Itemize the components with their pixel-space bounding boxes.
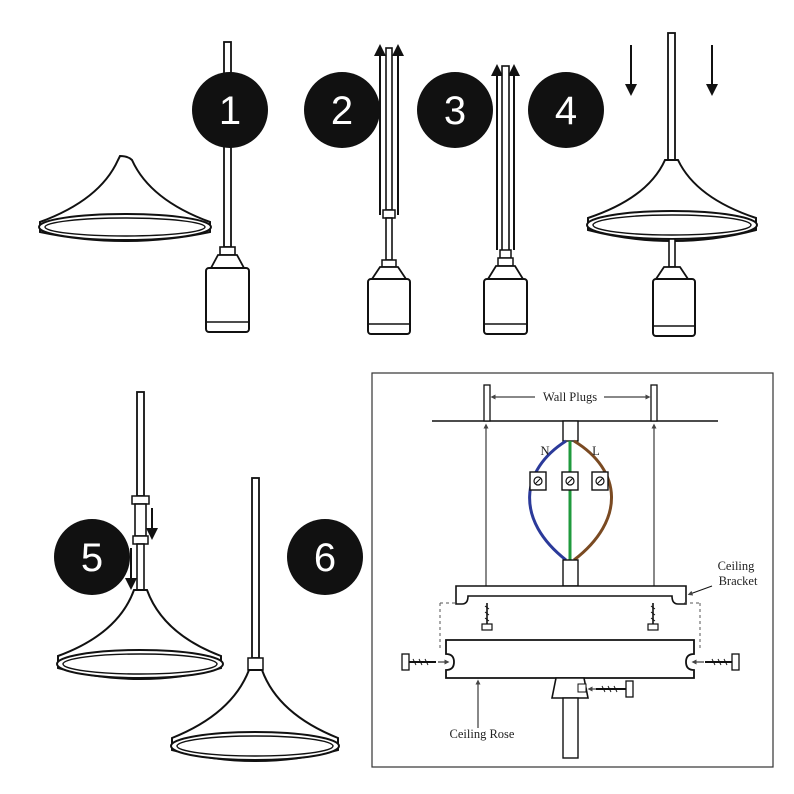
live-label: L xyxy=(592,444,600,458)
wall-plug-left xyxy=(483,384,491,422)
step-6-connector xyxy=(247,657,264,671)
step-3-illustration: 3 xyxy=(417,64,528,335)
step-3-sleeve xyxy=(501,65,510,252)
step-4-lampholder xyxy=(652,238,696,337)
step-5-connector xyxy=(131,495,150,595)
step-5-badge xyxy=(54,519,130,595)
wall-plug-right xyxy=(650,384,658,422)
step-2-illustration: 2 xyxy=(304,44,411,335)
step-4-cord xyxy=(667,32,676,164)
step-1-badge xyxy=(192,72,268,148)
step-2-sleeve xyxy=(385,47,393,211)
live-wire xyxy=(573,439,613,562)
step-4-badge xyxy=(528,72,604,148)
terminal-block-earth xyxy=(561,471,579,491)
cord-grip xyxy=(551,677,589,699)
wiring-diagram-panel: Wall Plugs N L xyxy=(371,372,774,768)
ceiling-rose xyxy=(445,639,695,679)
step-4-number: 4 xyxy=(555,89,577,133)
flex-cable-bottom xyxy=(562,697,579,759)
neutral-wire xyxy=(528,439,567,562)
step-6-illustration: 6 xyxy=(170,477,363,762)
step-5-number: 5 xyxy=(81,536,103,580)
step-4-shade xyxy=(586,159,758,242)
bracket-screw-left xyxy=(481,603,493,631)
step-2-number: 2 xyxy=(331,89,353,133)
bracket-screw-right xyxy=(647,603,659,631)
supply-cable xyxy=(562,420,579,442)
step-1-shade xyxy=(38,154,212,242)
neutral-label: N xyxy=(540,444,549,458)
step-5-shade xyxy=(56,589,224,680)
step-3-number: 3 xyxy=(444,89,466,133)
terminal-block-neutral xyxy=(529,471,547,491)
step-3-pendant xyxy=(483,249,528,335)
step-6-badge xyxy=(287,519,363,595)
ceiling-bracket-label-line2: Bracket xyxy=(719,574,758,588)
step-6-number: 6 xyxy=(314,536,336,580)
cord-grip-screw xyxy=(596,680,634,698)
step-2-badge xyxy=(304,72,380,148)
flex-cable-top xyxy=(562,559,579,587)
rose-screw-right xyxy=(705,653,740,671)
ceiling-rose-label: Ceiling Rose xyxy=(450,727,515,741)
ceiling-bracket-label-line1: Ceiling xyxy=(718,559,756,573)
step-6-shade xyxy=(170,669,340,762)
wall-plugs-label: Wall Plugs xyxy=(543,390,597,404)
rose-screw-left xyxy=(401,653,436,671)
step-3-badge xyxy=(417,72,493,148)
terminal-block-live xyxy=(591,471,609,491)
step-4-illustration: 4 xyxy=(528,32,758,337)
ceiling-bracket xyxy=(455,585,687,605)
step-1-illustration: 1 xyxy=(38,41,268,333)
step-2-pendant xyxy=(367,209,411,335)
ceiling-bracket-leader xyxy=(687,585,713,596)
step-5-illustration: 5 xyxy=(54,391,224,680)
step-1-number: 1 xyxy=(219,89,241,133)
step-6-cord xyxy=(251,477,260,659)
step-5-cord xyxy=(136,391,145,497)
